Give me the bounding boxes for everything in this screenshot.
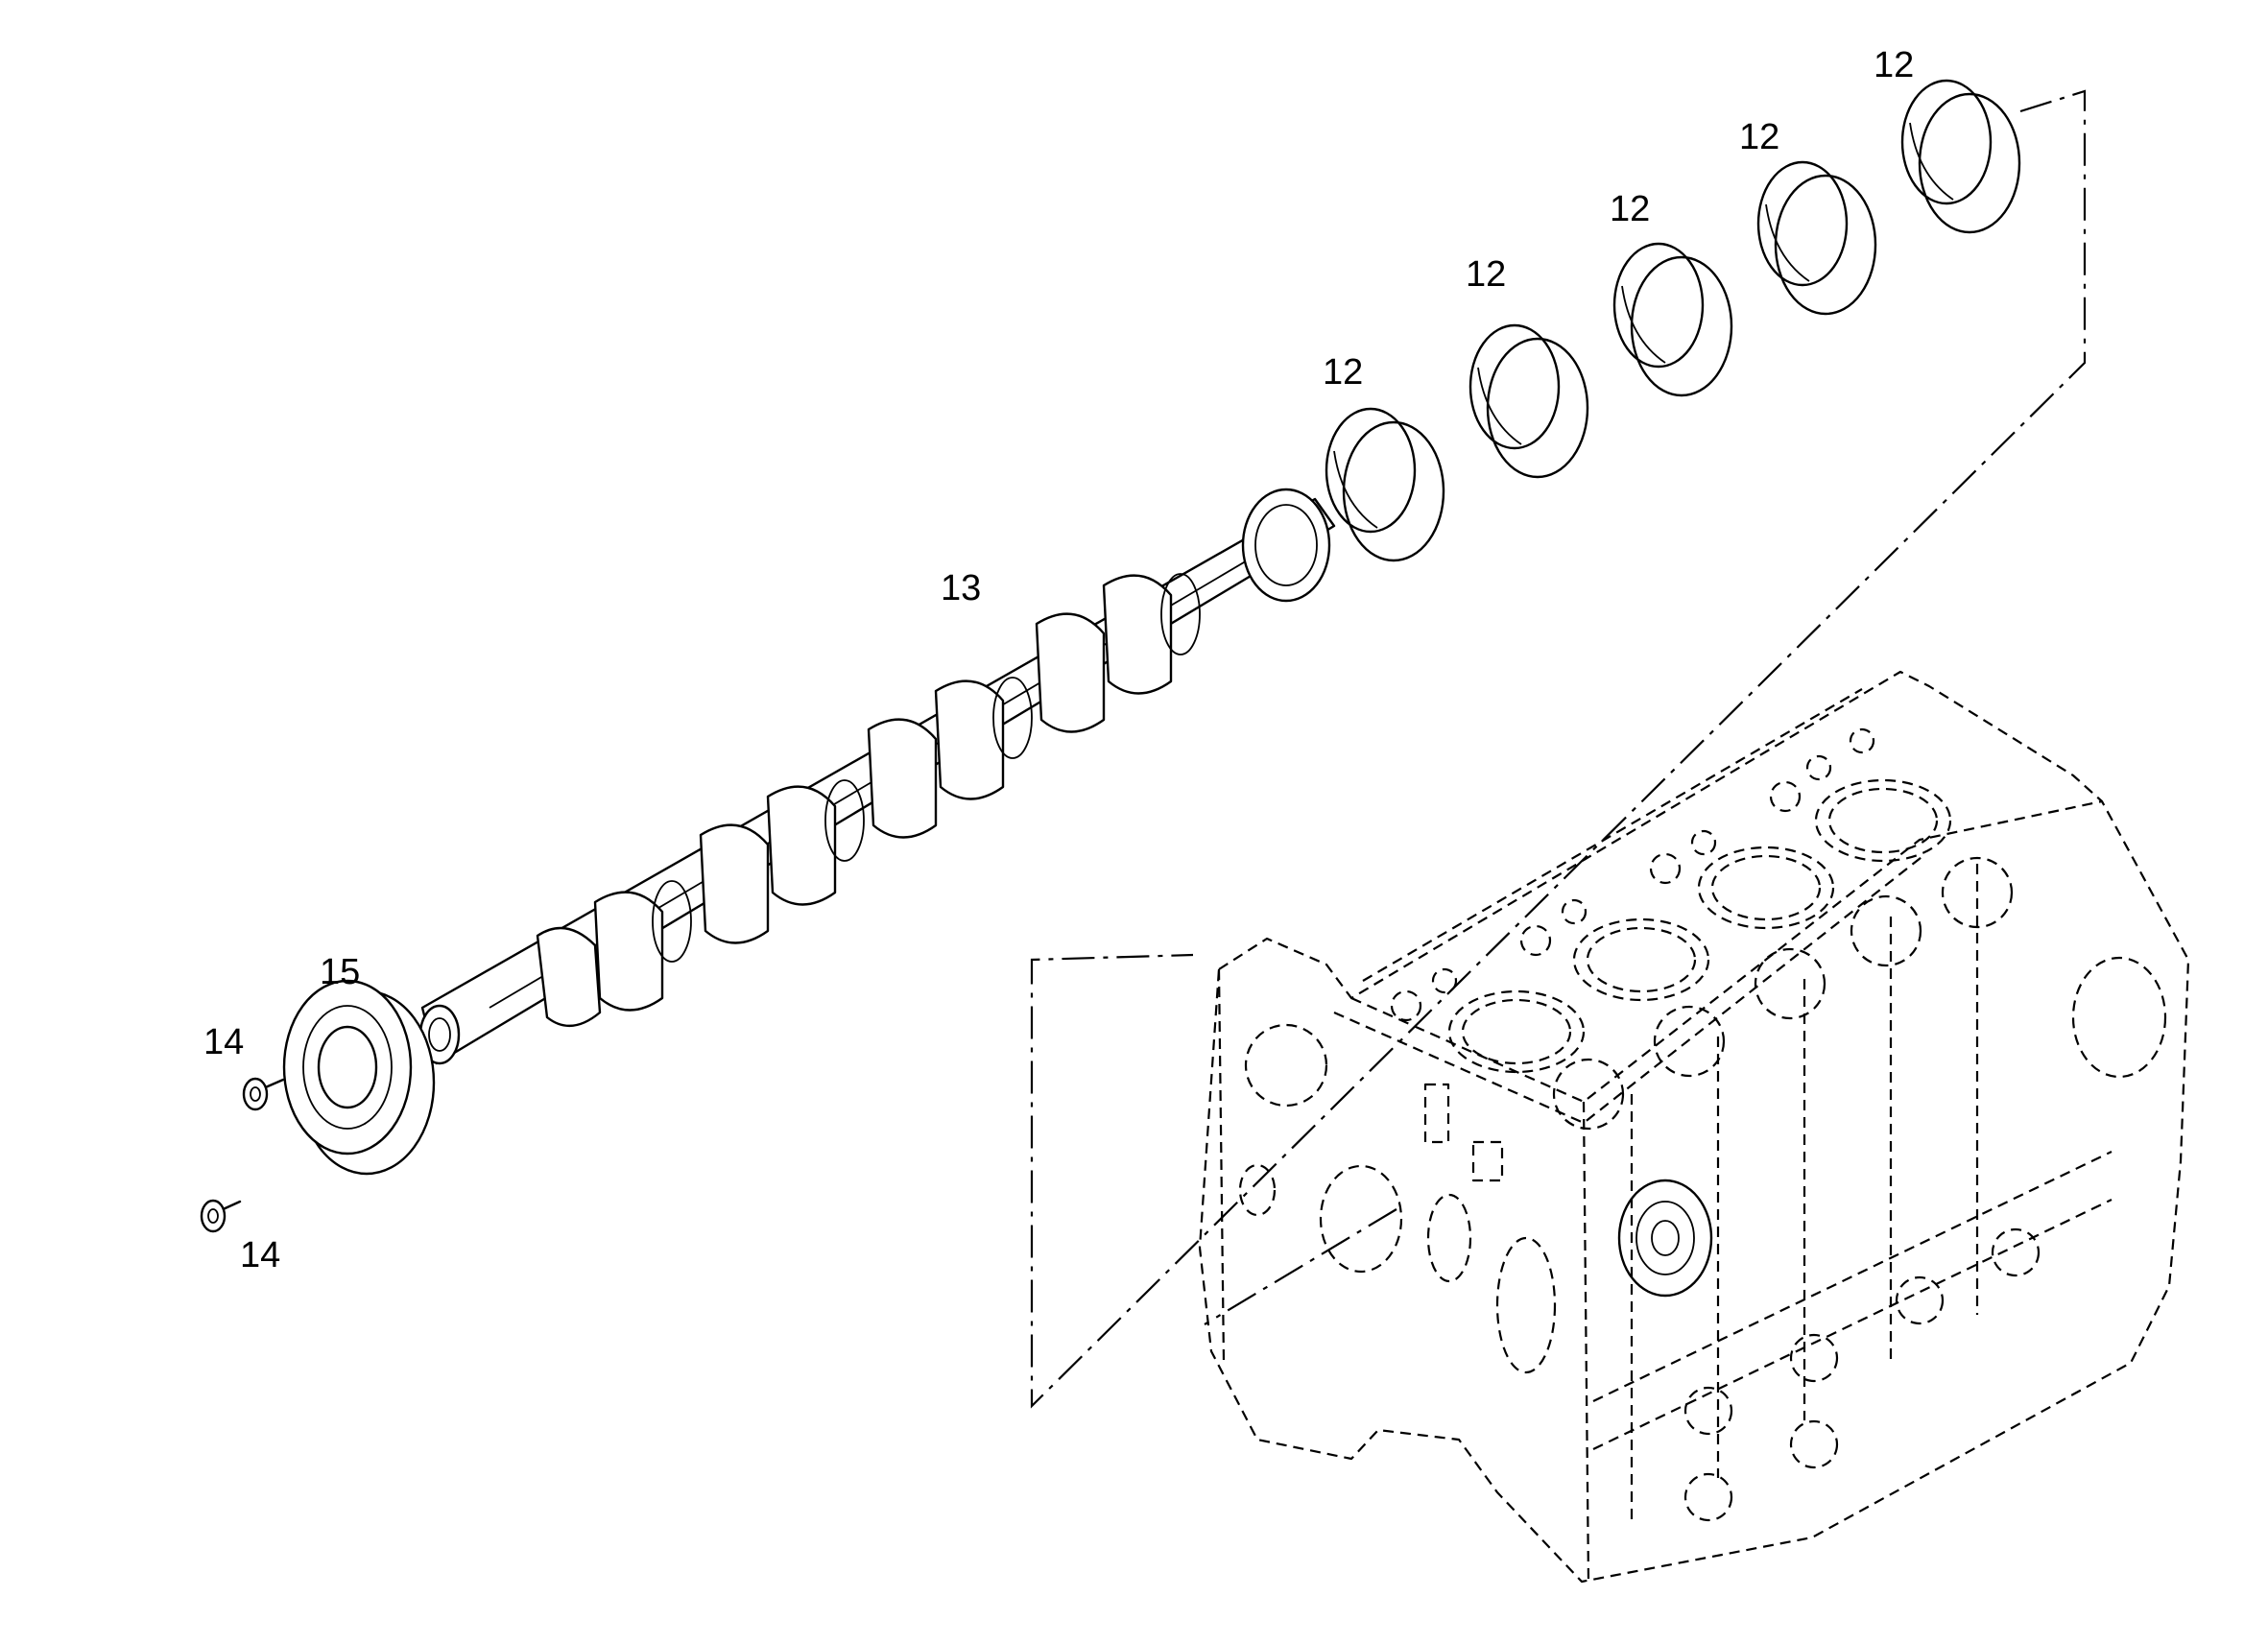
engine-block	[1198, 670, 2190, 1584]
callout-bearing-5: 12	[1874, 45, 1914, 85]
callout-screw-upper: 14	[203, 1022, 244, 1062]
callout-thrust-ring: 15	[320, 952, 360, 992]
camshaft-bearing-bush	[1468, 323, 1589, 479]
camshaft-bearing-bush	[1900, 79, 2021, 234]
screw	[200, 1199, 242, 1233]
thrust-ring	[282, 979, 436, 1176]
assembly-axis-line	[1030, 89, 2087, 1409]
callout-bearing-4: 12	[1739, 117, 1779, 157]
camshaft-bearing-bush	[1325, 407, 1445, 562]
camshaft-bearing-bush	[1756, 160, 1877, 316]
camshaft	[418, 488, 1336, 1065]
callout-screw-lower: 14	[240, 1235, 280, 1275]
callout-bearing-3: 12	[1610, 189, 1650, 229]
camshaft-bearing-bush	[1612, 242, 1733, 397]
callout-bearing-2: 12	[1466, 254, 1506, 295]
screw	[242, 1077, 285, 1111]
callout-bearing-1: 12	[1323, 352, 1363, 393]
callout-camshaft: 13	[941, 568, 981, 608]
